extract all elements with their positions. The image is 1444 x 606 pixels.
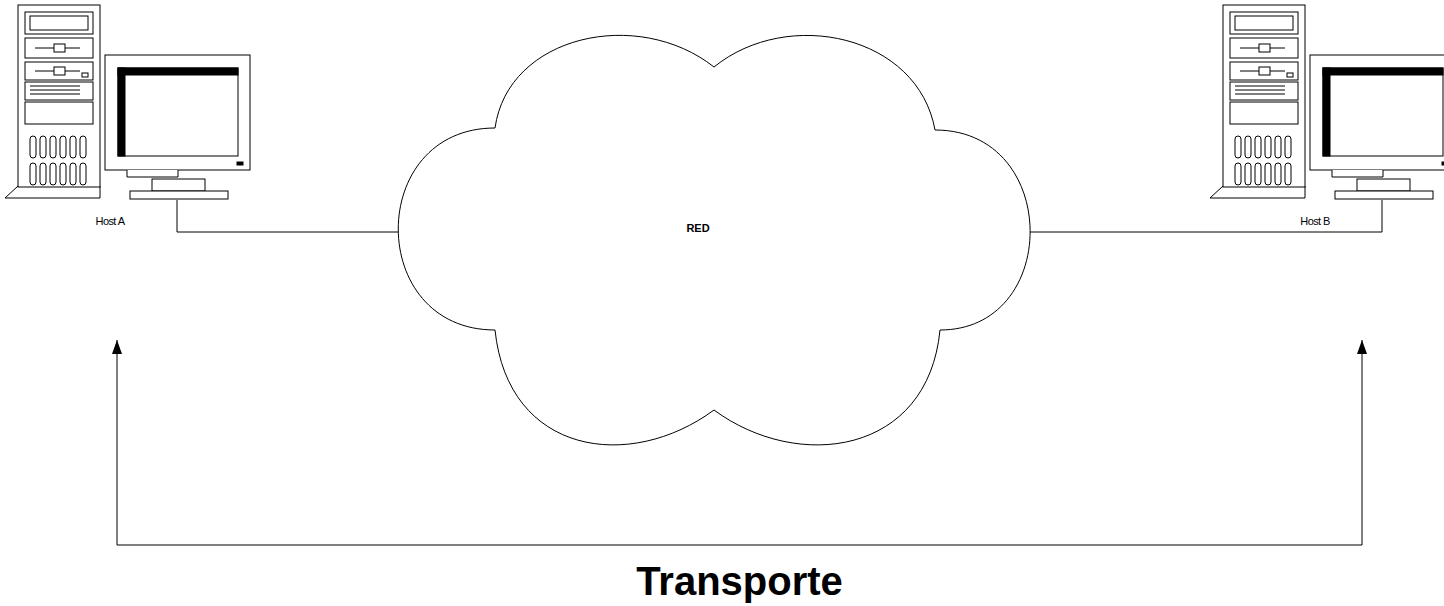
network-cloud: RED bbox=[398, 40, 1030, 440]
host-label: Host B bbox=[1300, 215, 1329, 227]
network-link bbox=[1030, 200, 1382, 232]
host-b-computer bbox=[1210, 5, 1444, 199]
edge-label: Transporte bbox=[636, 559, 843, 604]
host-computer: Host B bbox=[1210, 5, 1444, 200]
cloud-outline-path bbox=[398, 35, 1030, 445]
network-link bbox=[177, 200, 398, 232]
host-computer: Host A bbox=[5, 5, 250, 200]
network-label: RED bbox=[686, 222, 709, 234]
host-label: Host A bbox=[96, 215, 125, 227]
host-a-computer bbox=[5, 5, 250, 199]
cloud-outline bbox=[398, 40, 1030, 440]
